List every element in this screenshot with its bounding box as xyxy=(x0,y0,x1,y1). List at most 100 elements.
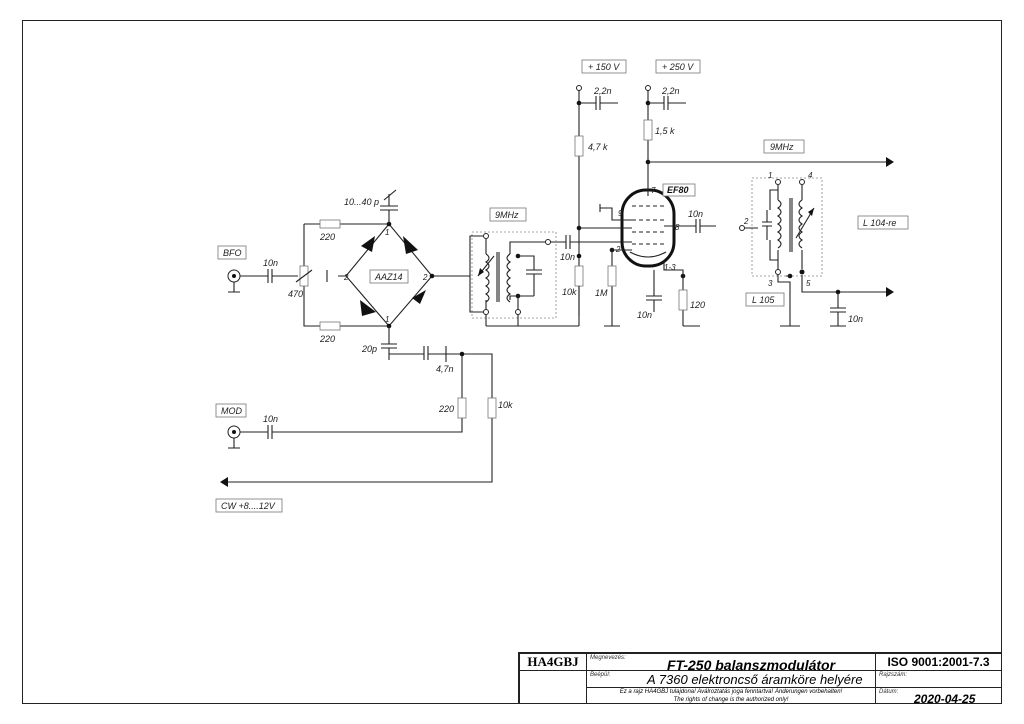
l105-pin1: 1 xyxy=(768,171,772,180)
title-note-cell: Ez a rajz HA4GBJ tulajdona! Aválroztatás… xyxy=(586,687,876,704)
resistor-4k7 xyxy=(574,135,584,157)
iso-text: ISO 9001:2001-7.3 xyxy=(887,655,990,669)
l105-cap xyxy=(745,210,772,240)
bfo-connector-pin xyxy=(232,274,236,278)
note-1: Ez a rajz HA4GBJ tulajdona! Aválroztatás… xyxy=(619,689,843,695)
label-box-l104 xyxy=(857,215,909,230)
label-box-250v xyxy=(655,59,701,74)
mod-connector-pin xyxy=(232,430,236,434)
input-tuning-arrow xyxy=(478,268,484,276)
cap-cathode xyxy=(646,295,662,312)
label-10n-s: 10n xyxy=(688,209,703,219)
pin-4-l105 xyxy=(799,179,805,185)
label-4k7: 4,7 k xyxy=(588,142,608,152)
title-author: HA4GBJ xyxy=(519,653,587,671)
label-box-bfo xyxy=(217,245,247,260)
label-bfo: BFO xyxy=(223,248,242,258)
pin-5-l105 xyxy=(799,269,805,275)
label-l104: L 104-re xyxy=(863,218,896,228)
label-10n-out: 10n xyxy=(848,314,863,324)
label-220-top: 220 xyxy=(319,232,335,242)
resistor-220-mod xyxy=(457,397,467,419)
wire-mod-cw xyxy=(228,346,493,483)
l105-pin3: 3 xyxy=(768,279,773,288)
wire-g3 xyxy=(599,204,632,221)
label-220-mod: 220 xyxy=(438,404,454,414)
arrow-cw xyxy=(220,477,228,487)
label-mod: MOD xyxy=(221,406,242,416)
label-150v: + 150 V xyxy=(588,62,620,72)
caption-drawing: Rajzszám: xyxy=(879,672,908,678)
input-pin-out xyxy=(545,239,551,245)
junction xyxy=(576,253,582,259)
bridge-pin-2l: 2 xyxy=(343,273,349,282)
label-10k-mod: 10k xyxy=(498,400,513,410)
label-9mhz-b2: 9MHz xyxy=(770,142,794,152)
label-cw: CW +8....12V xyxy=(221,501,276,511)
iso-cell: ISO 9001:2001-7.3 xyxy=(875,653,1002,671)
input-tank xyxy=(509,241,545,309)
label-aaz14: AAZ14 xyxy=(374,272,403,282)
pin-1-3: 1-3 xyxy=(664,263,676,272)
resistor-1m xyxy=(607,265,617,287)
junction xyxy=(459,351,465,357)
terminal-150v xyxy=(576,85,582,91)
label-10n-bfo: 10n xyxy=(263,258,278,268)
label-120: 120 xyxy=(690,300,705,310)
arrow-output-top xyxy=(886,157,894,167)
l105-pin4: 4 xyxy=(808,171,813,180)
trimmer-cap xyxy=(380,189,398,224)
l105-pin2: 2 xyxy=(743,217,749,226)
wire-bridge-xfmr-b xyxy=(432,275,483,313)
title-author-blank xyxy=(519,670,587,704)
input-secondary xyxy=(506,253,511,303)
tube-grids xyxy=(632,205,664,245)
tube-label: EF80 xyxy=(667,185,689,195)
bridge-node-2l xyxy=(326,270,346,282)
shield-input xyxy=(471,231,557,319)
diode-1 xyxy=(361,236,375,252)
shield-l105 xyxy=(751,177,823,277)
title-name-cell: Megnevezés: FT-250 balanszmodulátor xyxy=(586,653,876,673)
drawing-frame xyxy=(22,20,1002,704)
drawing-number-cell: Rajzszám: xyxy=(875,670,1002,688)
bridge-pin-2r: 2 xyxy=(422,273,428,282)
resistor-220-bot xyxy=(319,321,341,331)
diode-3 xyxy=(360,300,376,316)
resistor-10k-mod xyxy=(487,397,497,419)
label-9mhz-a: 9MHz xyxy=(495,210,519,220)
label-10n-g: 10n xyxy=(560,252,575,262)
l105-tuning-arrow xyxy=(808,208,814,216)
caption-date: Dátum: xyxy=(879,689,899,695)
caption-name: Megnevezés: xyxy=(590,655,626,661)
author-text: HA4GBJ xyxy=(527,654,579,669)
label-box-aaz14 xyxy=(369,269,409,284)
junction xyxy=(429,273,435,279)
label-250v: + 250 V xyxy=(662,62,694,72)
resistor-120 xyxy=(678,289,688,311)
wire-cathode xyxy=(653,260,684,326)
cap-output xyxy=(830,292,846,326)
pin-2-l105 xyxy=(739,225,745,231)
cap-mod xyxy=(240,425,273,439)
label-trimmer: 10...40 p xyxy=(344,197,379,207)
bridge-pin-1t: 1 xyxy=(385,228,389,237)
drawing-title: FT-250 balanszmodulátor xyxy=(667,657,836,673)
diode-4 xyxy=(412,290,426,304)
resistor-220-top xyxy=(319,219,341,229)
cap-bfo xyxy=(240,269,298,283)
label-1k5: 1,5 k xyxy=(655,126,675,136)
title-build-cell: Beépül: A 7360 elektroncső áramköre hely… xyxy=(586,670,876,688)
cap-grid xyxy=(548,235,632,249)
resistor-1k5 xyxy=(643,119,653,141)
cap-2n2-a xyxy=(579,96,618,110)
bridge-pin-1b: 1 xyxy=(385,315,389,324)
label-box-150v xyxy=(581,59,627,74)
wire-1m xyxy=(611,249,632,326)
date-cell: Dátum: 2020-04-25 xyxy=(875,687,1002,706)
cap-20p xyxy=(381,326,397,360)
label-220-bot: 220 xyxy=(319,334,335,344)
resistor-10k-g xyxy=(574,265,584,287)
label-20p: 20p xyxy=(361,344,377,354)
